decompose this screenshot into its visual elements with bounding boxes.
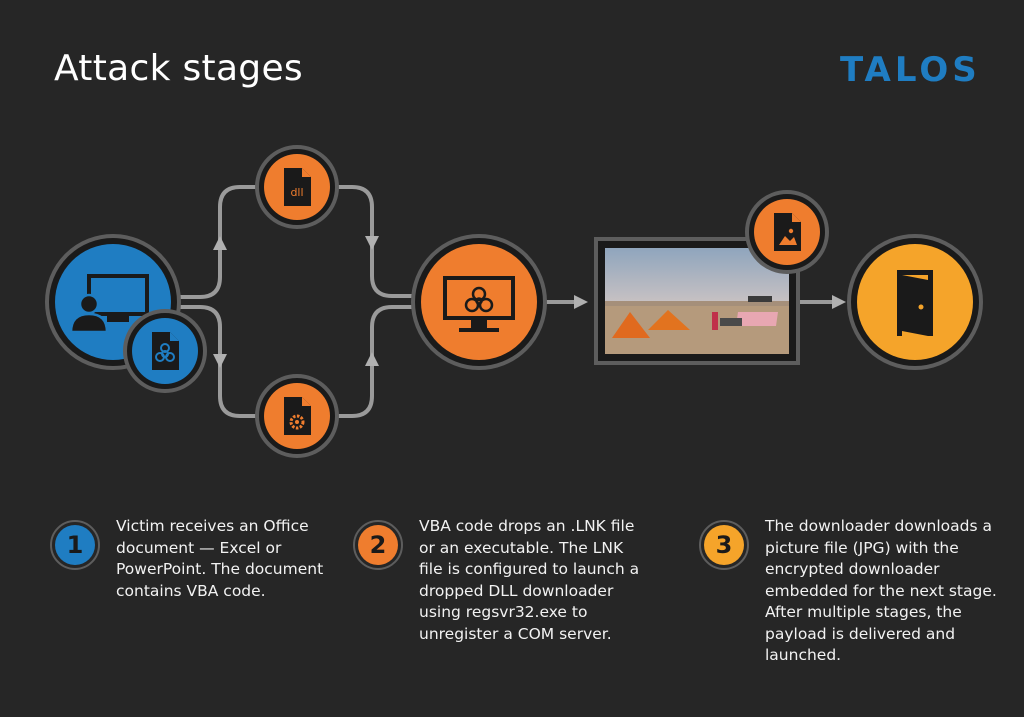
dll-node: dll — [255, 145, 339, 229]
biohazard-document-icon — [152, 332, 179, 370]
gear-file-icon — [284, 397, 311, 435]
step-2-description: VBA code drops an .LNK file or an execut… — [419, 517, 640, 643]
dll-file-icon: dll — [284, 168, 311, 206]
arrow-down — [365, 236, 379, 250]
step-2-badge: 2 — [353, 520, 403, 570]
dll-file-label: dll — [290, 186, 303, 199]
step-3-number: 3 — [704, 525, 744, 565]
desert-camp-photo — [605, 248, 789, 354]
image-file-icon — [774, 213, 801, 251]
monitor-user-icon — [69, 274, 149, 334]
step-1-badge: 1 — [50, 520, 100, 570]
picture-file-node — [745, 190, 829, 274]
payload-node — [847, 234, 983, 370]
executable-node — [255, 374, 339, 458]
biohazard-monitor-icon — [443, 276, 515, 332]
arrow-up — [213, 236, 227, 250]
arrow-up — [365, 352, 379, 366]
arrow-down — [213, 354, 227, 368]
attack-flow-diagram: dll — [45, 145, 983, 458]
step-1-number: 1 — [55, 525, 95, 565]
step-1-description: Victim receives an Office document — Exc… — [116, 517, 324, 600]
step-3-badge: 3 — [699, 520, 749, 570]
office-document-node — [123, 309, 207, 393]
arrowheads — [213, 236, 846, 368]
talos-logo: TALOS — [840, 50, 981, 90]
page-title: Attack stages — [54, 48, 303, 89]
step-2-number: 2 — [358, 525, 398, 565]
arrow-right — [832, 295, 846, 309]
door-icon — [897, 270, 933, 336]
step-3-description: The downloader downloads a picture file … — [765, 517, 997, 664]
arrow-right — [574, 295, 588, 309]
com-server-node — [411, 234, 547, 370]
